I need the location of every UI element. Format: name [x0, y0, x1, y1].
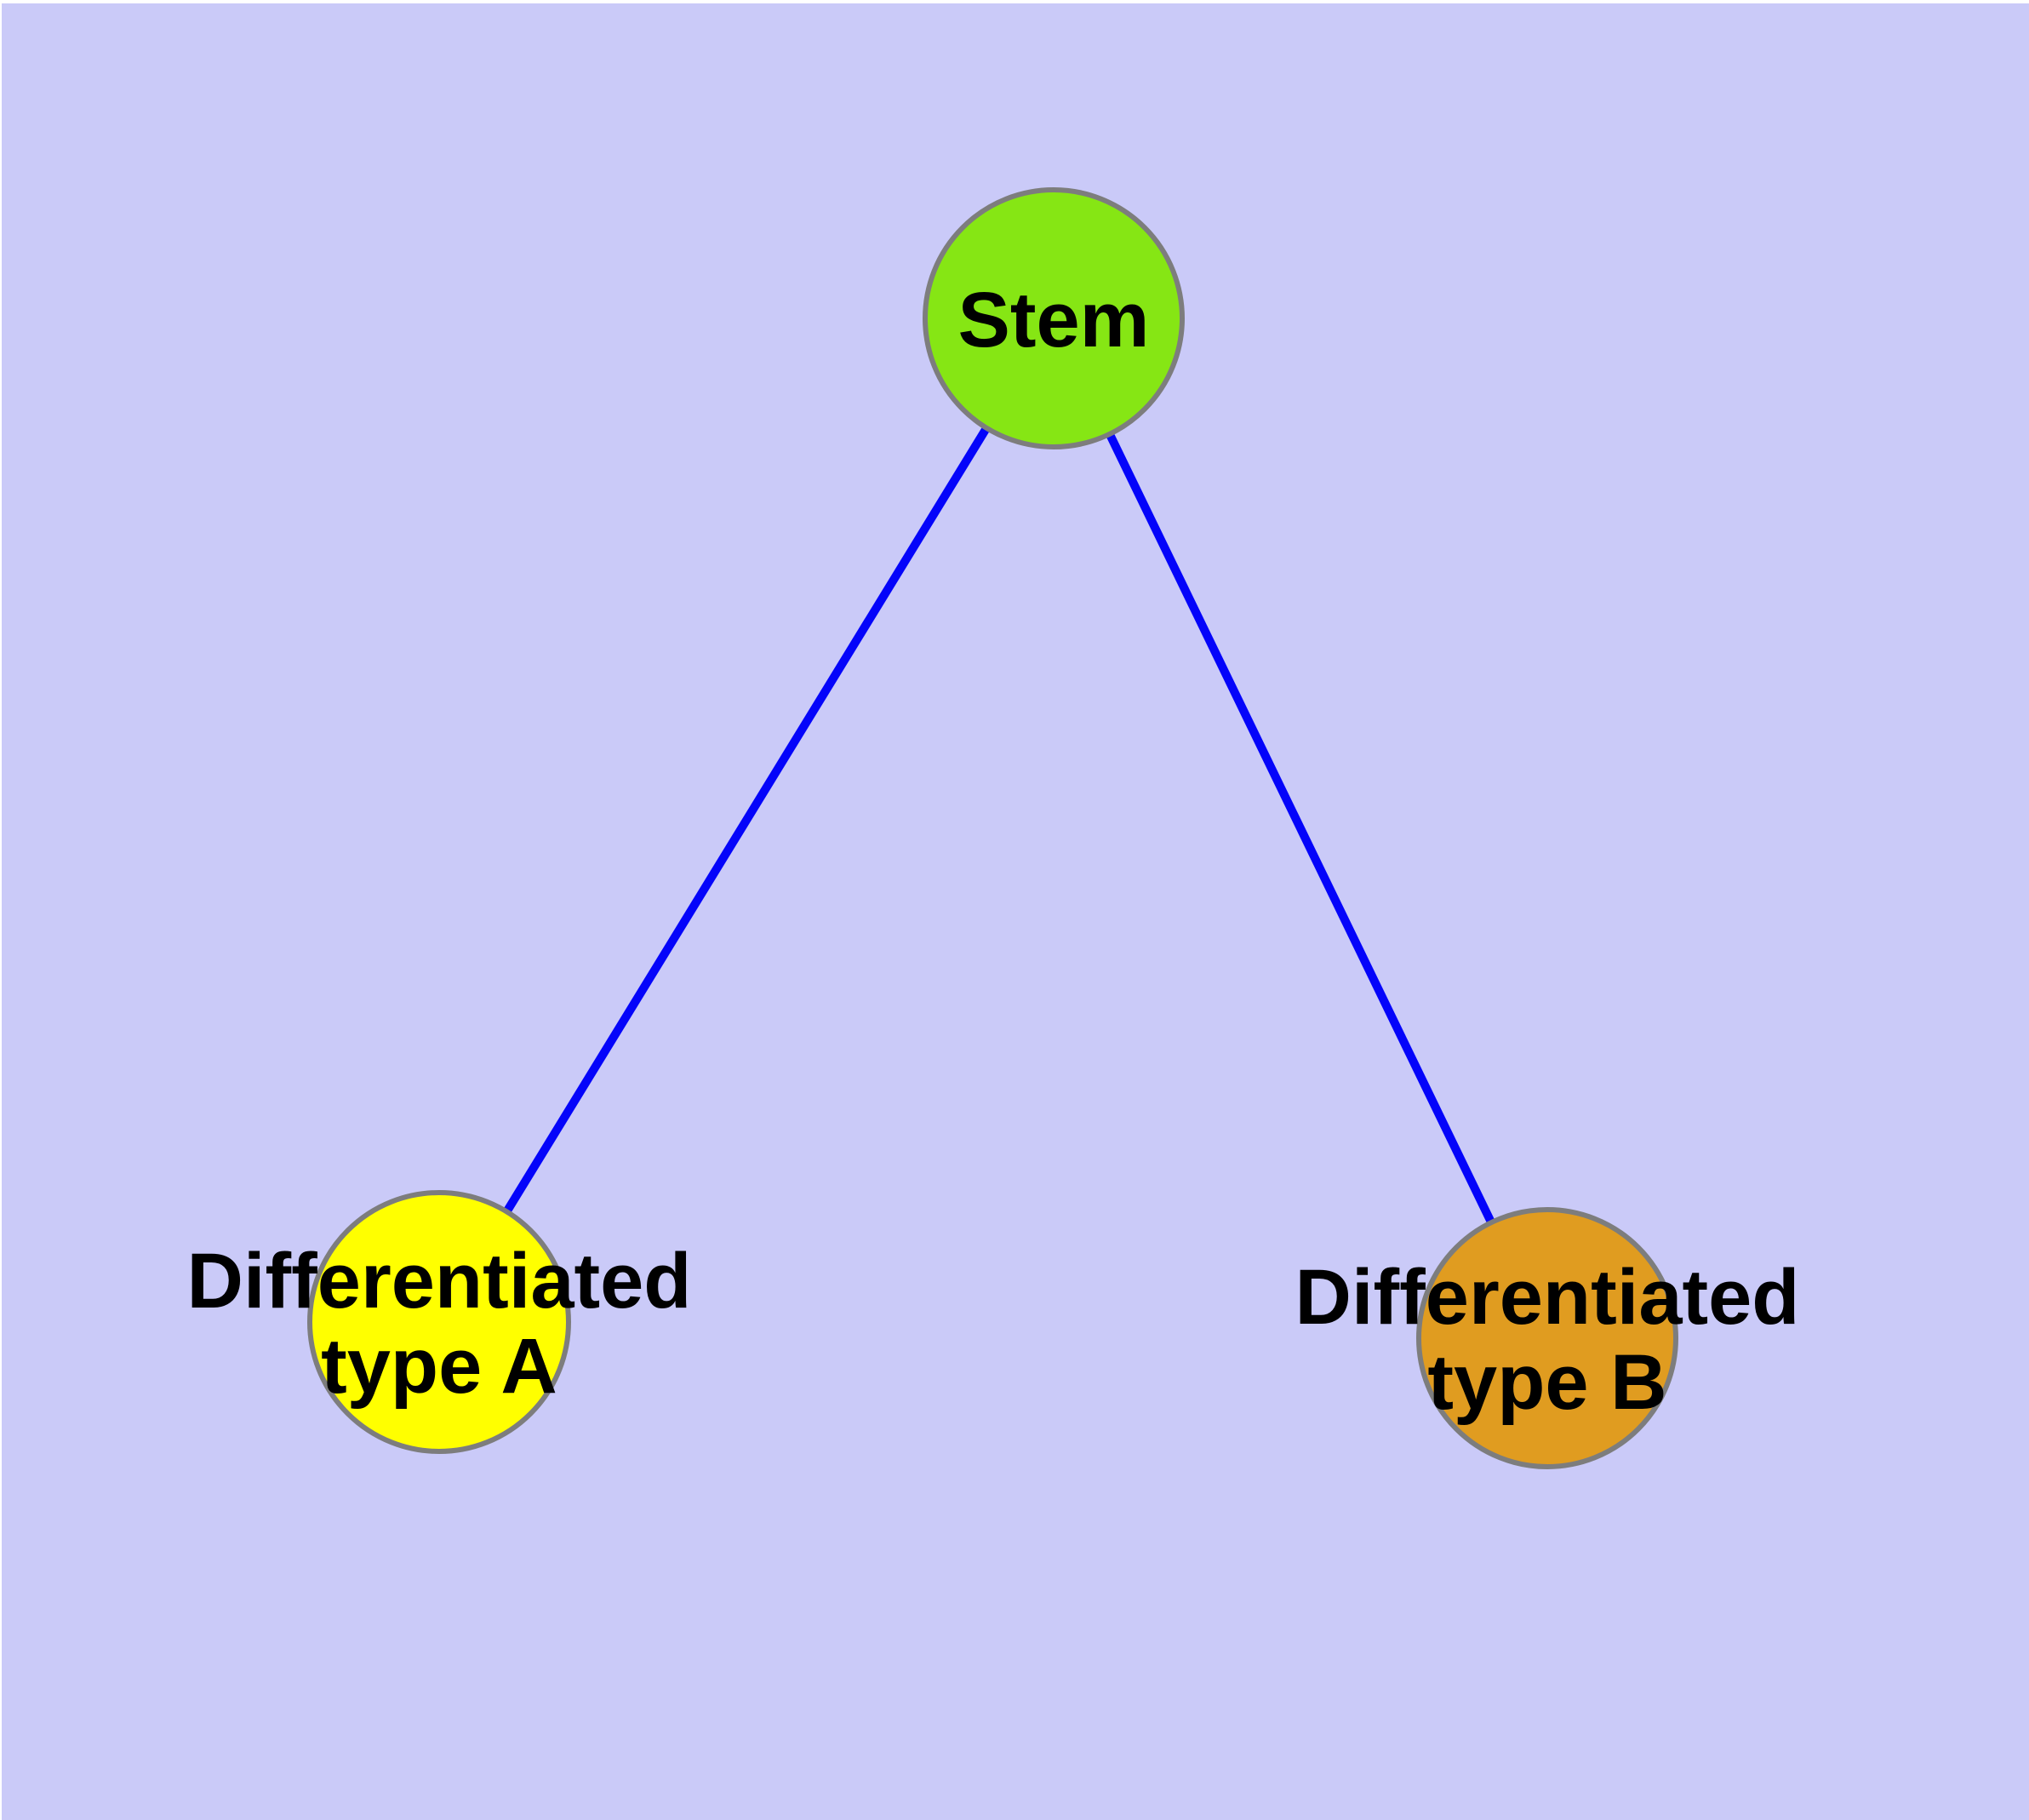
node-type-a-label-line1: Differentiated [187, 1238, 692, 1325]
node-differentiated-type-a: Differentiated type A [187, 1190, 692, 1454]
node-type-a-label-line2: type A [321, 1323, 557, 1410]
node-type-b-label-line2: type B [1427, 1339, 1666, 1426]
node-type-b-label-line1: Differentiated [1295, 1254, 1800, 1341]
edge-stem-to-type-b [1049, 316, 1552, 1341]
edge-group [435, 316, 1552, 1341]
node-stem: Stem [923, 187, 1185, 449]
node-stem-circle [923, 187, 1185, 449]
node-stem-label: Stem [958, 277, 1150, 363]
edge-stem-to-type-a [435, 316, 1058, 1325]
node-differentiated-type-b: Differentiated type B [1295, 1207, 1800, 1469]
node-type-a-circle [307, 1190, 571, 1454]
node-type-b-circle [1416, 1207, 1678, 1469]
